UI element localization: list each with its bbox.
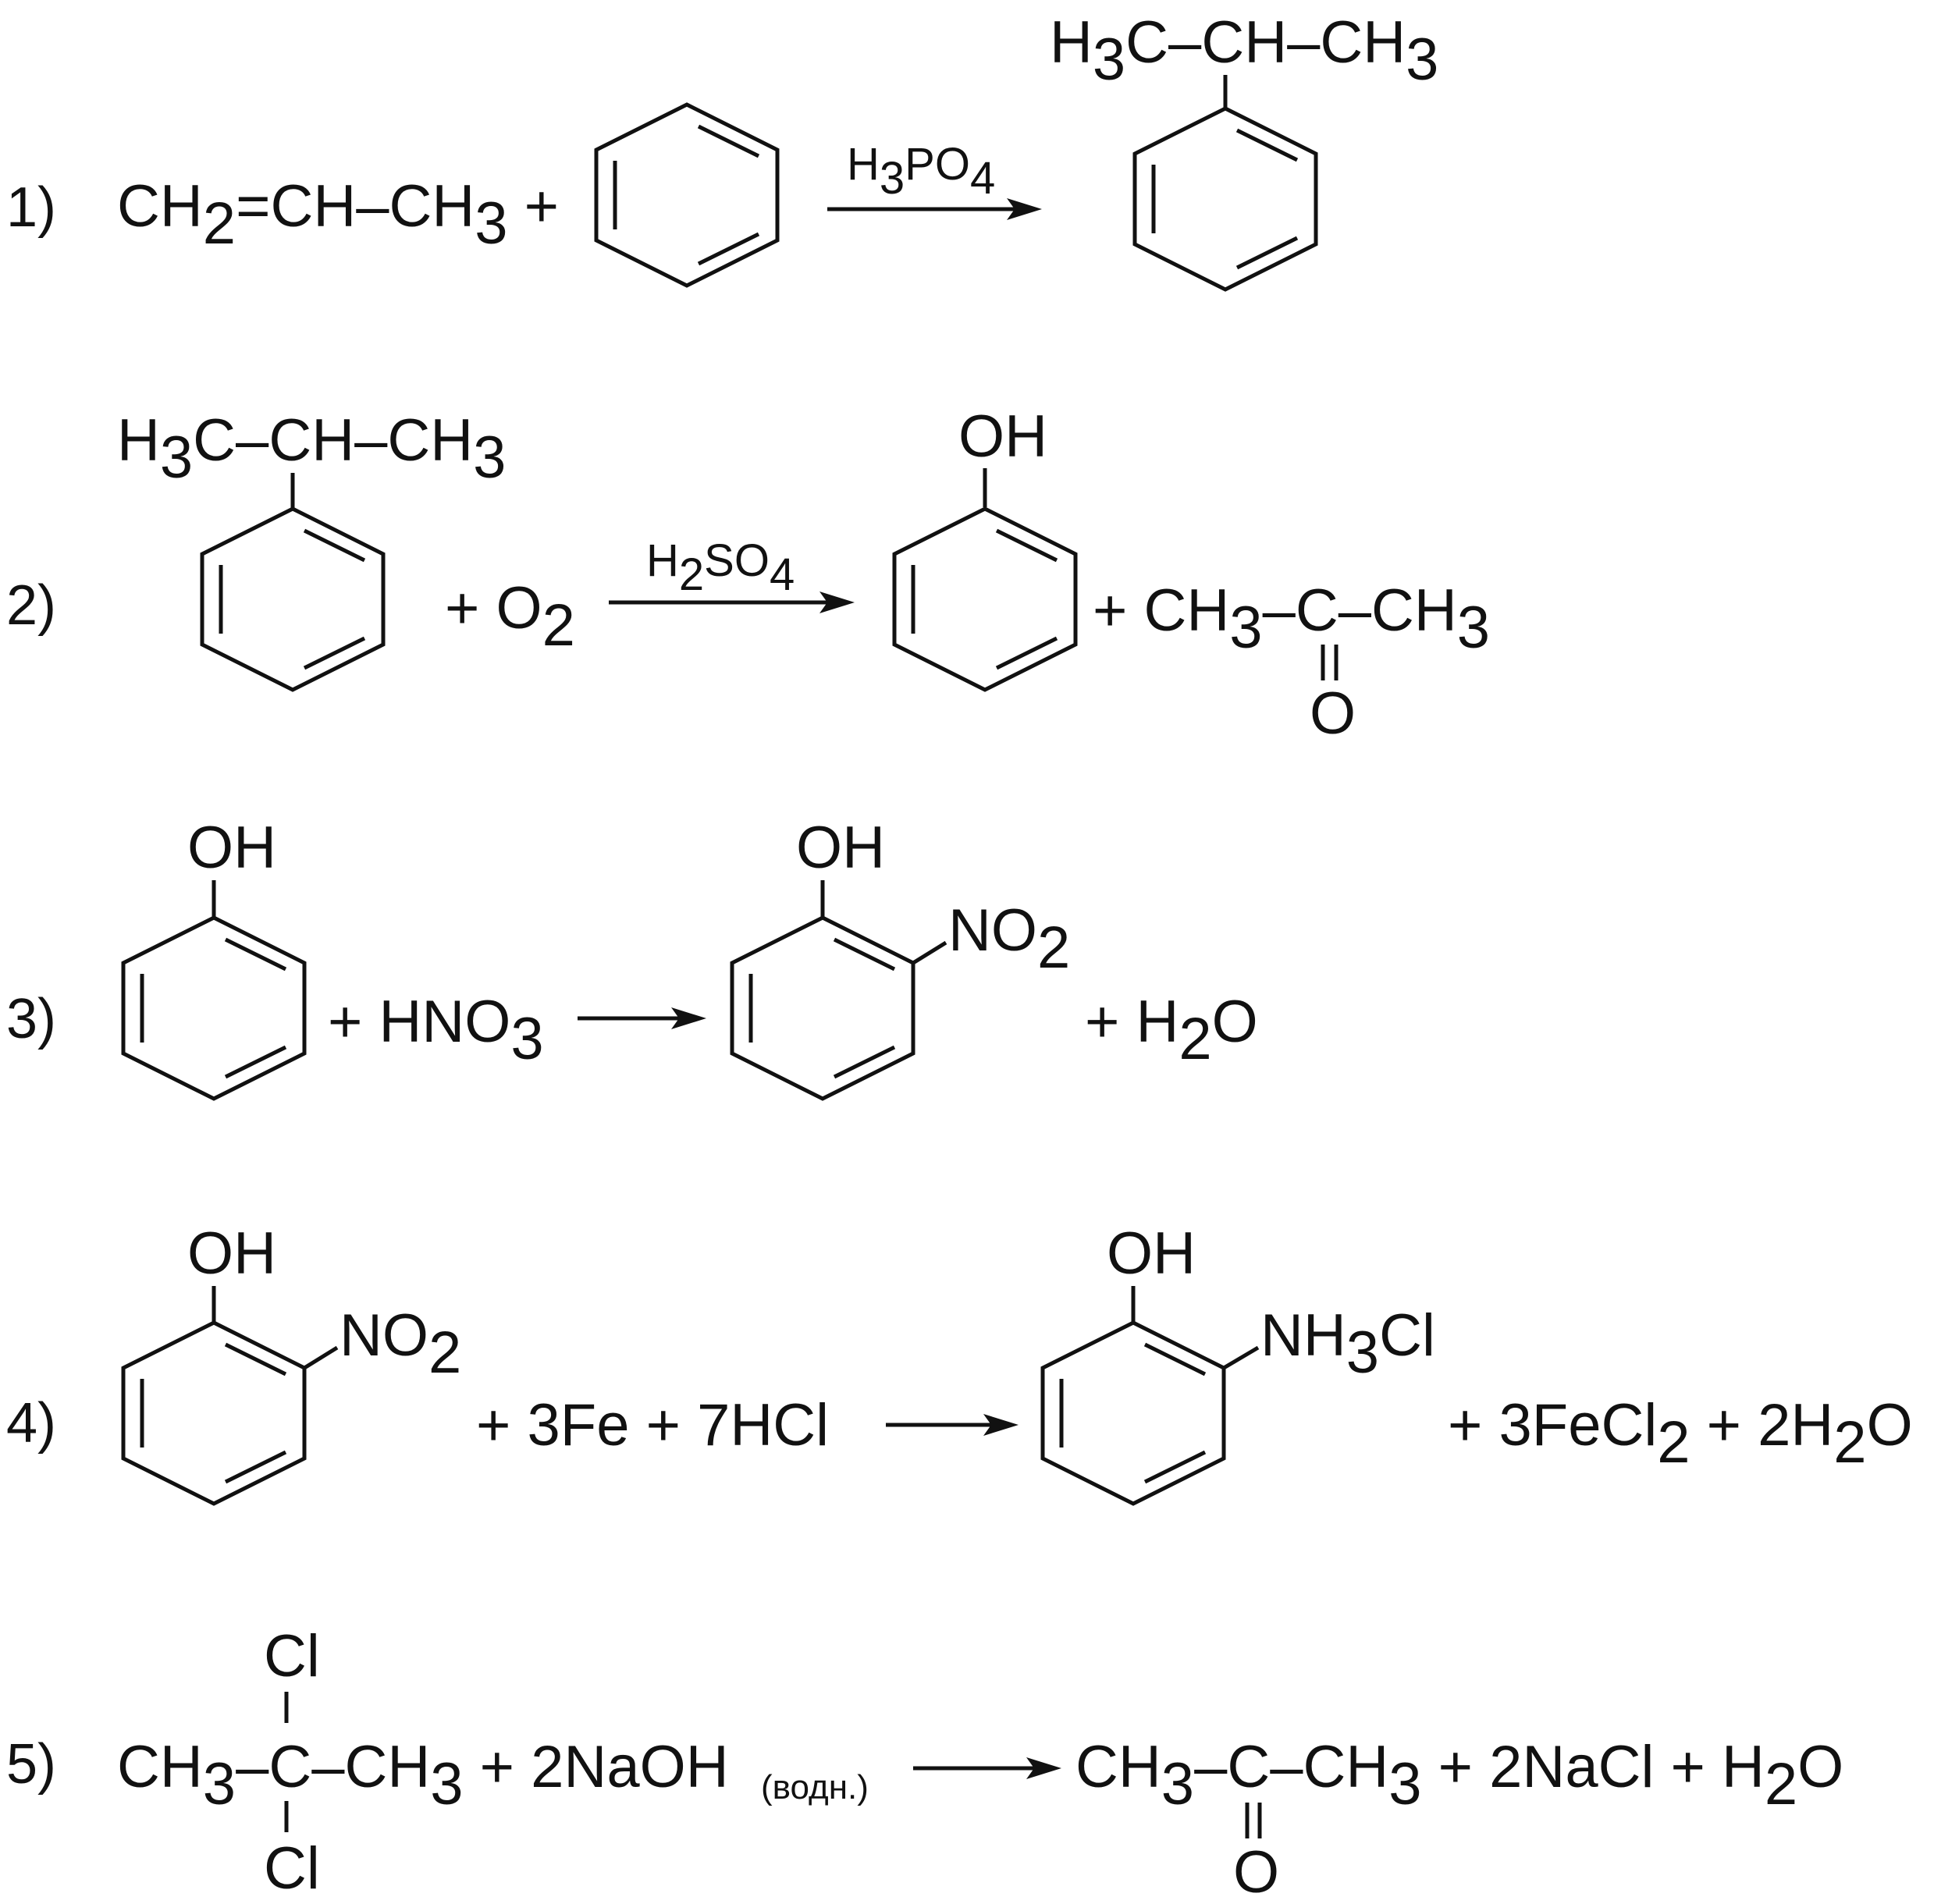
hydroxyl-group: OH (187, 815, 276, 881)
acetone-formula: + CH3–C–CH3 (1093, 577, 1490, 661)
chlorine-top: Cl (264, 1623, 320, 1689)
hydroxyl-group: OH (796, 815, 885, 881)
nitrophenol-ring (732, 918, 913, 1099)
nitro-bond (912, 940, 947, 965)
reaction-arrow (578, 1007, 706, 1029)
isopropyl-group: H3C–CH–CH3 (1050, 9, 1438, 93)
hydroxyl-group: OH (1107, 1220, 1196, 1287)
reaction-number: 3) (6, 988, 56, 1050)
phenol-ring (894, 509, 1075, 690)
reaction-1: 1) CH2=CH–CH3 + H3PO4 H3C–CH–CH3 (6, 9, 1438, 290)
hydroxyl-group: OH (187, 1220, 276, 1287)
nitrophenol-ring (123, 1323, 304, 1504)
dichloropropane-formula: CH3–C–CH3 + 2NaOH (117, 1734, 729, 1817)
reaction-arrow (886, 1414, 1019, 1436)
reaction-number: 2) (6, 574, 56, 637)
nitro-bond (303, 1345, 339, 1370)
carbonyl-oxygen: O (1233, 1839, 1279, 1904)
reducing-reagents: + 3Fe + 7HCl (476, 1392, 829, 1458)
cumene-ring (1135, 108, 1316, 290)
ammonium-group: NH3Cl (1260, 1302, 1435, 1386)
catalyst-label: H2SO4 (646, 535, 795, 600)
oxygen-reagent: + O2 (445, 575, 575, 659)
reaction-arrow (609, 591, 855, 613)
ammonium-bond (1222, 1345, 1260, 1370)
catalyst-label: H3PO4 (847, 139, 995, 204)
benzene-ring (596, 105, 777, 286)
isopropyl-group: H3C–CH–CH3 (117, 407, 506, 491)
reaction-5: Cl 5) CH3–C–CH3 + 2NaOH Cl (водн.) CH3–C… (6, 1623, 1843, 1904)
nitric-acid: + HNO3 (328, 989, 544, 1072)
propene-formula: CH2=CH–CH3 + (117, 173, 559, 257)
aminophenol-ring (1043, 1323, 1224, 1504)
reaction-arrow (827, 198, 1042, 220)
phenol-ring (123, 918, 304, 1099)
hydroxyl-group: OH (958, 403, 1047, 470)
reaction-3: OH 3) + HNO3 OH NO2 + H2O (6, 815, 1258, 1099)
water-product: + H2O (1085, 989, 1258, 1072)
acetone-products: CH3–C–CH3 + 2NaCl + H2O (1075, 1734, 1843, 1817)
reaction-4: OH NO2 4) + 3Fe + 7HCl OH NH3Cl + 3FeCl2… (6, 1220, 1913, 1504)
nitro-group: NO2 (948, 897, 1070, 981)
nitro-group: NO2 (340, 1302, 461, 1386)
carbonyl-oxygen: O (1310, 680, 1356, 747)
aqueous-condition: (водн.) (761, 1768, 869, 1806)
reaction-number: 4) (6, 1392, 56, 1455)
reaction-arrow (913, 1757, 1061, 1779)
reaction-number: 5) (6, 1733, 56, 1796)
reaction-number: 1) (6, 176, 56, 239)
chlorine-bottom: Cl (264, 1835, 320, 1902)
byproducts: + 3FeCl2 + 2H2O (1448, 1392, 1913, 1476)
reaction-2: H3C–CH–CH3 2) + O2 H2SO4 OH + CH3–C–CH3 … (6, 403, 1490, 747)
cumene-ring (202, 509, 383, 690)
